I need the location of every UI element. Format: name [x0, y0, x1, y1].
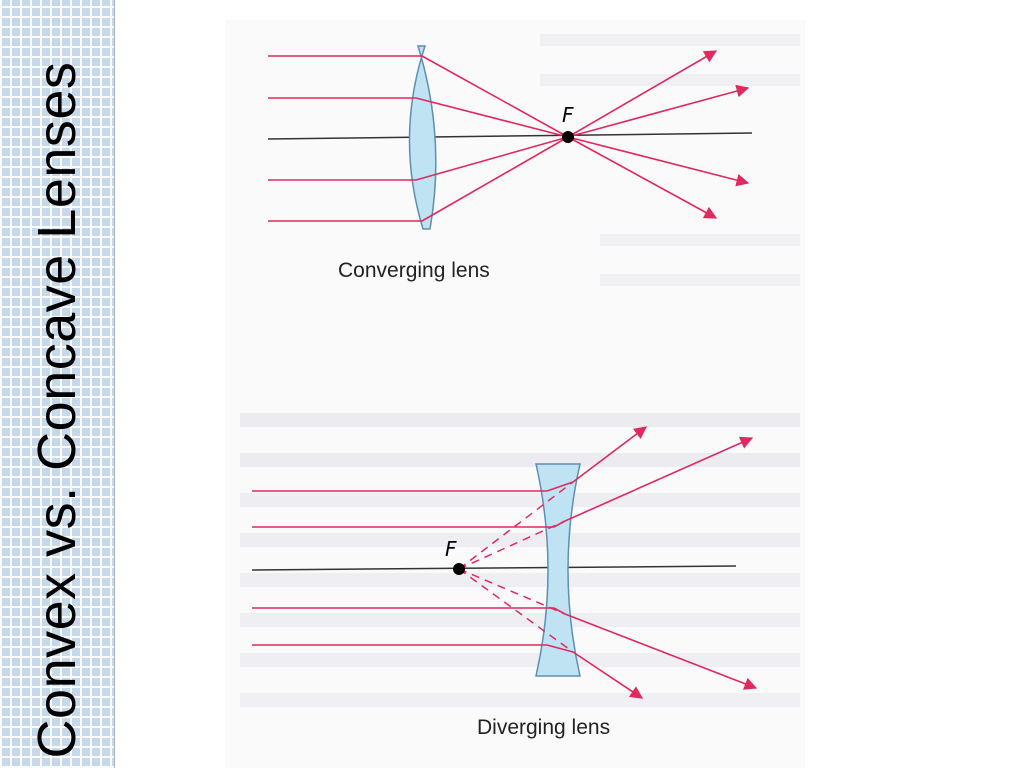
diverging-incoming-rays — [252, 490, 554, 646]
background-texture — [240, 34, 800, 707]
diverging-caption: Diverging lens — [477, 716, 610, 739]
diverging-lens-figure: F Diverging lens — [251, 426, 758, 739]
diverging-outgoing-rays — [564, 426, 758, 699]
diverging-focal-label: F — [445, 537, 457, 561]
decorative-side-band — [0, 0, 115, 768]
diverging-lens-shape — [535, 463, 581, 677]
diverging-virtual-rays — [458, 481, 574, 653]
converging-caption: Converging lens — [338, 259, 490, 282]
diverging-focal-point — [453, 563, 465, 575]
converging-incoming-rays — [268, 55, 422, 222]
converging-optical-axis — [267, 132, 753, 140]
converging-refracted-rays — [415, 50, 750, 222]
figure-background — [225, 20, 805, 768]
diverging-optical-axis — [251, 565, 737, 571]
converging-lens-figure: F Converging lens — [267, 45, 753, 282]
converging-focal-point — [562, 131, 574, 143]
converging-focal-label: F — [562, 103, 574, 127]
converging-lens-shape — [408, 45, 437, 230]
